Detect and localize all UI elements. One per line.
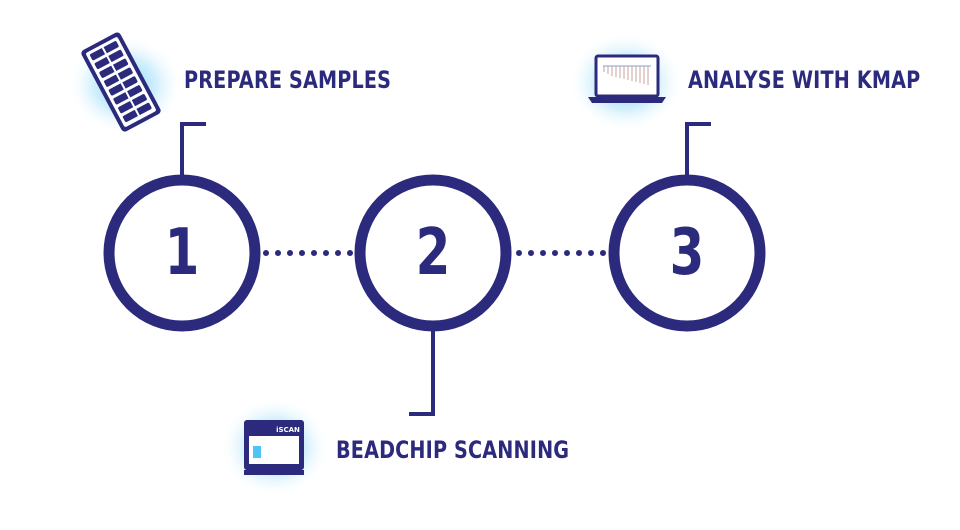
scanner-brand-text: iSCAN [276,426,300,434]
laptop-icon [588,54,666,103]
step-1-bracket [180,122,206,180]
step-2-label: BEADCHIP SCANNING [336,436,570,464]
step-1-number: 1 [164,216,200,290]
connector-2-3 [516,250,606,256]
sample-plate-icon [81,32,161,132]
step-3-bracket [685,122,711,180]
step-3-label: ANALYSE WITH KMAP [688,66,921,94]
step-2-bracket [409,326,435,416]
iscan-scanner-icon: iSCAN [244,420,304,475]
step-2-number: 2 [415,216,451,290]
connector-1-2 [263,250,353,256]
step-1-label: PREPARE SAMPLES [184,66,392,94]
step-3-number: 3 [669,216,705,290]
